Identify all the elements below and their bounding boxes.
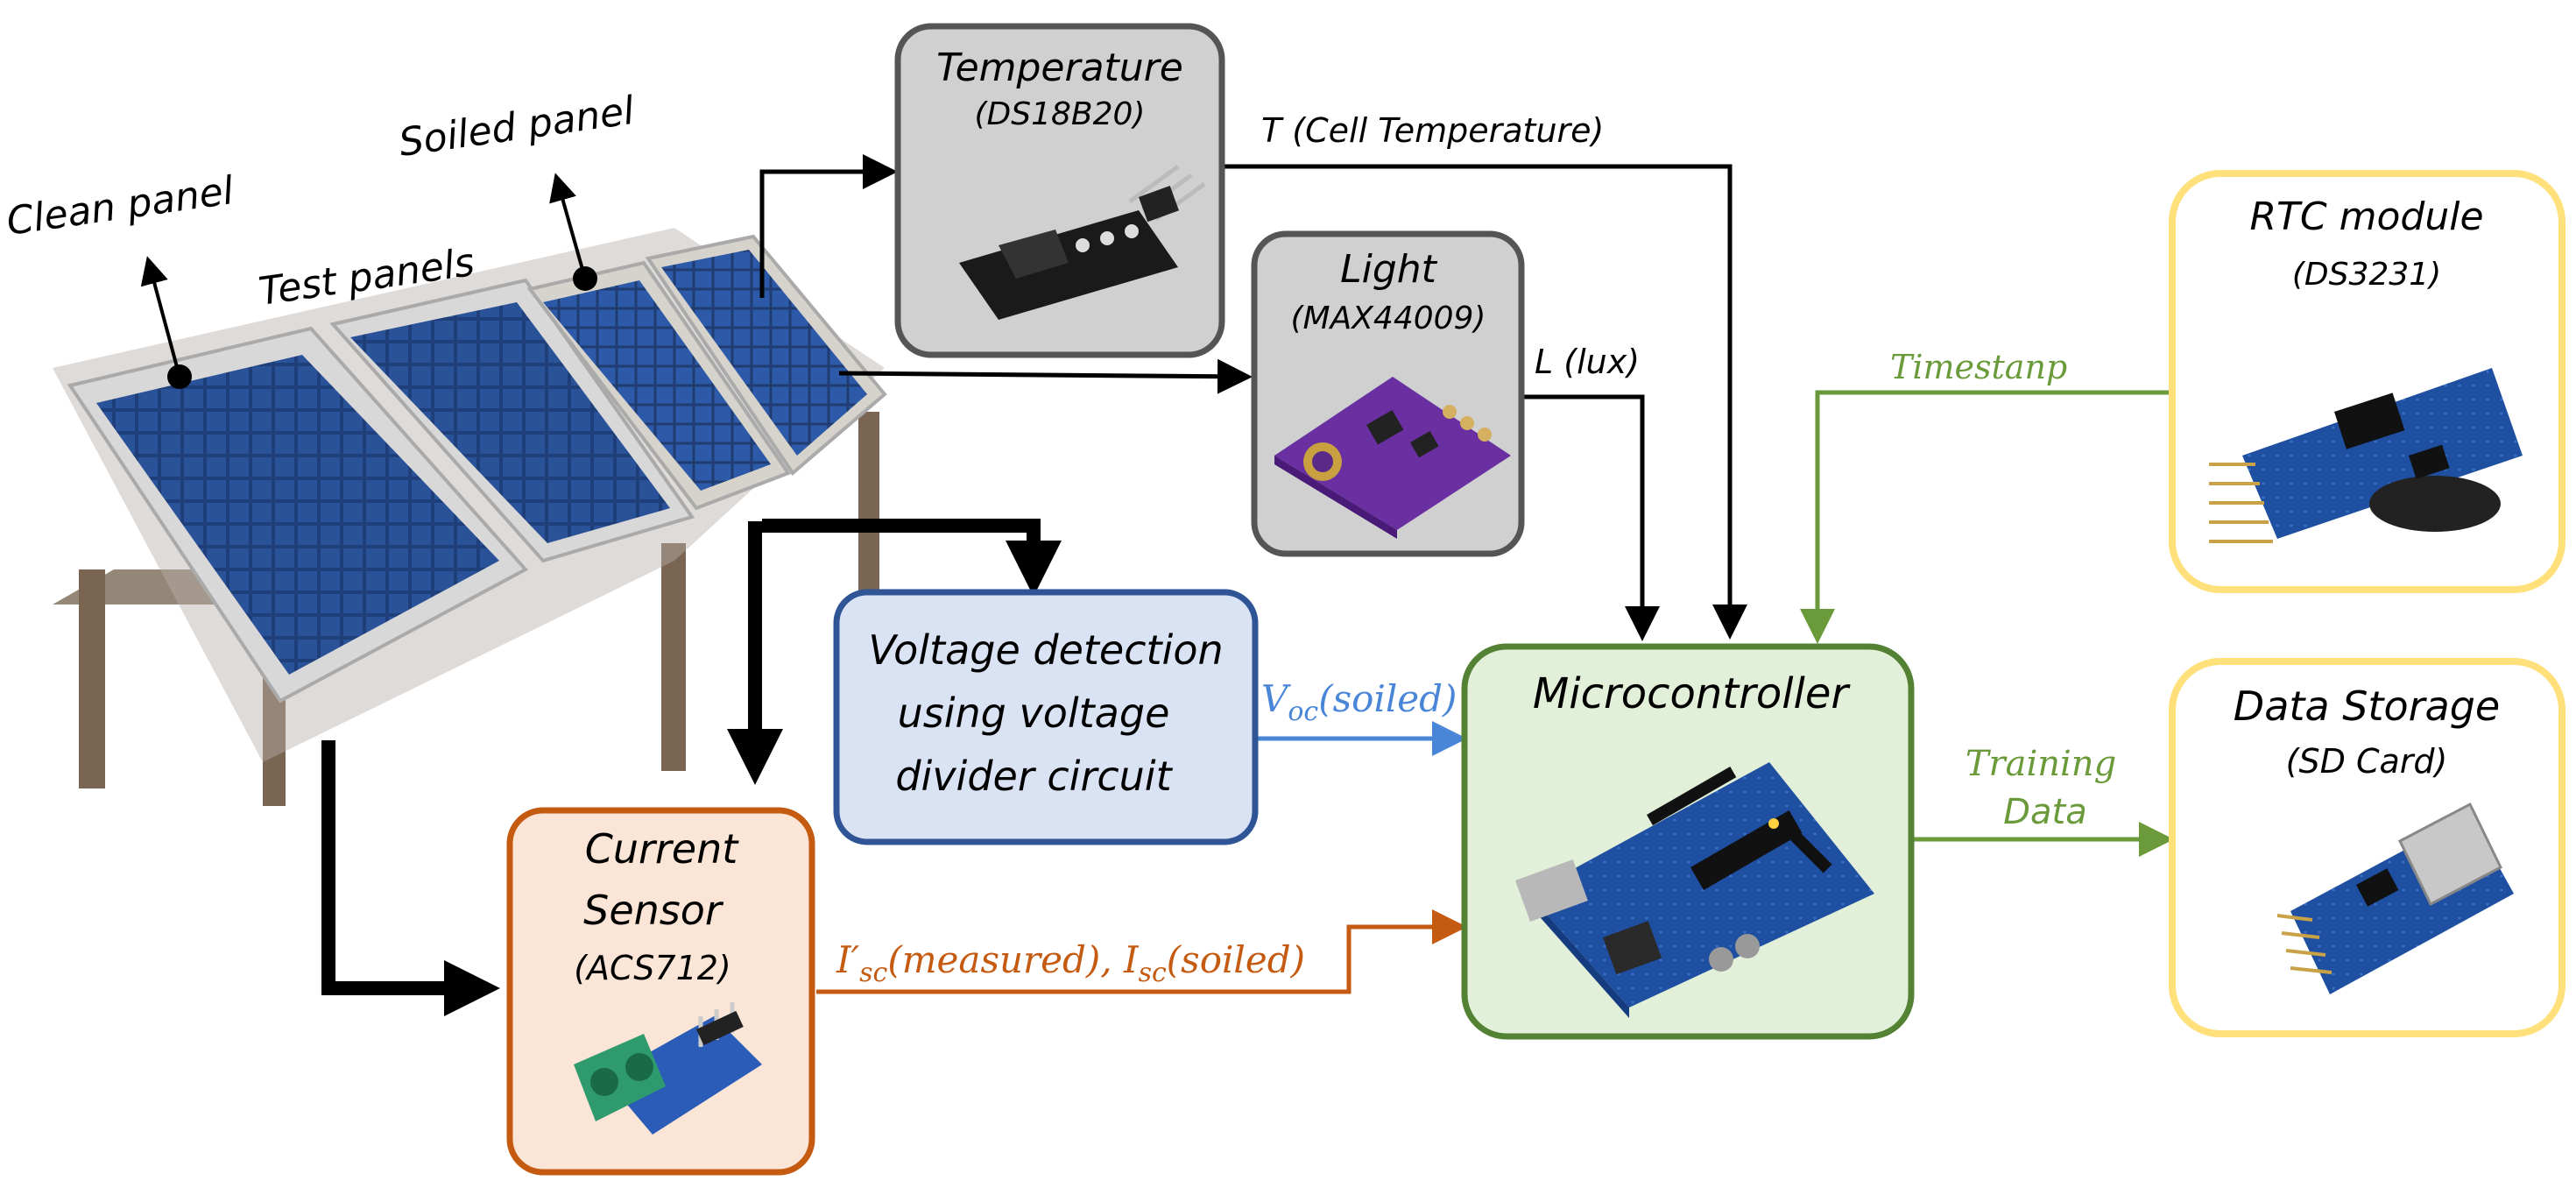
- isc-b-rest: (soiled): [1167, 938, 1305, 981]
- rtc-module-block: RTC module (DS3231): [2169, 170, 2565, 593]
- isc-a-main: I′: [836, 938, 860, 981]
- training-signal-line-1: Training: [1966, 744, 2116, 784]
- microcontroller-block: Microcontroller: [1461, 643, 1915, 1040]
- sd-card-module-image: [2276, 802, 2514, 994]
- clean-panel-dot: [167, 364, 192, 389]
- temperature-sensor-block: Temperature (DS18B20): [894, 23, 1225, 358]
- voc-sub: oc: [1288, 696, 1318, 727]
- current-model: (ACS712): [574, 949, 731, 987]
- voltage-detection-block: Voltage detection using voltage divider …: [833, 589, 1259, 845]
- voc-main: V: [1261, 677, 1291, 720]
- isc-a-rest: (measured),: [887, 938, 1124, 981]
- light-sensor-block: Light (MAX44009): [1251, 230, 1525, 557]
- voltage-line-2: using voltage: [898, 689, 1170, 737]
- temperature-title: Temperature: [936, 46, 1183, 90]
- rtc-to-micro-arrow: [1800, 390, 2169, 644]
- voltage-line-3: divider circuit: [895, 753, 1173, 800]
- temperature-model: (DS18B20): [975, 96, 1146, 132]
- storage-model: (SD Card): [2286, 742, 2448, 781]
- voc-rest: (soiled): [1318, 677, 1457, 720]
- acs712-module-image: [574, 1002, 762, 1135]
- voc-signal-label: Voc(soiled): [1261, 677, 1457, 727]
- arduino-board-image: [1515, 762, 1874, 1018]
- ds3231-module-image: [2209, 368, 2523, 543]
- soiled-panel-dot: [573, 266, 597, 291]
- isc-a-sub: sc: [859, 958, 887, 988]
- temperature-signal-label: T (Cell Temperature): [1261, 111, 1604, 150]
- panel-to-temperature-arrow: [759, 154, 898, 298]
- light-model: (MAX44009): [1291, 300, 1486, 336]
- light-title: Light: [1340, 247, 1438, 292]
- max44009-module-image: [1274, 377, 1511, 539]
- panel-to-voltage-arrow: [762, 519, 1062, 597]
- light-signal-label: L (lux): [1535, 343, 1640, 381]
- isc-b-main: I: [1123, 938, 1140, 981]
- current-line-1: Current: [585, 825, 740, 873]
- timestamp-signal-label: Timestanp: [1890, 348, 2067, 386]
- voltage-line-1: Voltage detection: [868, 626, 1223, 674]
- clean-panel-label: Clean panel: [4, 168, 236, 244]
- data-storage-block: Data Storage (SD Card): [2169, 658, 2565, 1037]
- current-line-2: Sensor: [583, 887, 724, 934]
- current-sensor-block: Current Sensor (ACS712): [506, 807, 815, 1176]
- clean-panel-pointer: [140, 256, 181, 378]
- storage-title: Data Storage: [2234, 682, 2500, 730]
- current-to-micro-arrow: [816, 909, 1467, 994]
- soiled-panel-pointer: [549, 173, 587, 279]
- soiled-panel-label: Soiled panel: [396, 88, 638, 166]
- isc-b-sub: sc: [1139, 958, 1167, 988]
- panel-to-light-arrow: [838, 358, 1253, 394]
- panel-to-current-left-arrow: [321, 740, 500, 1016]
- training-signal-line-2: Data: [2003, 792, 2087, 832]
- micro-title: Microcontroller: [1533, 669, 1852, 718]
- ds18b20-module-image: [959, 164, 1206, 320]
- isc-signal-label: I′sc(measured), Isc(soiled): [836, 938, 1305, 988]
- rtc-title: RTC module: [2249, 194, 2483, 239]
- rtc-model: (DS3231): [2292, 257, 2441, 293]
- light-to-micro-arrow: [1521, 394, 1660, 641]
- temperature-to-micro-arrow: [1213, 164, 1747, 640]
